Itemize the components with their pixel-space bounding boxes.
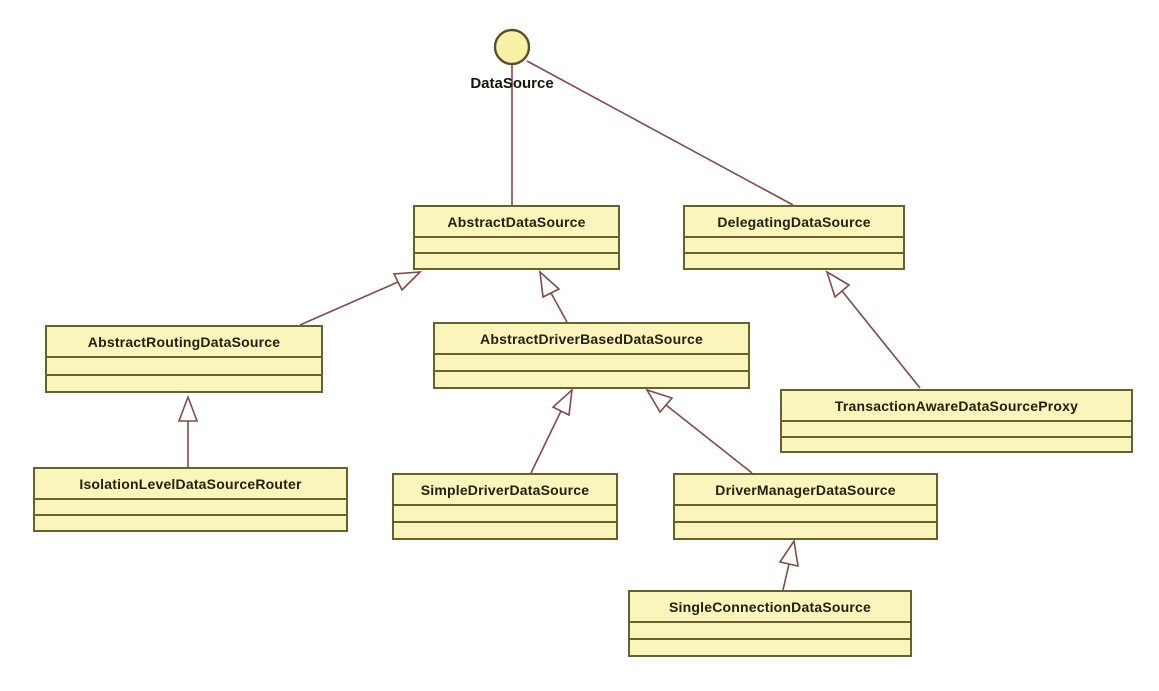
attributes-compartment [685,236,903,252]
operations-compartment [435,370,748,387]
class-singleconnectiondatasource: SingleConnectionDataSource [628,590,912,657]
operations-compartment [47,373,321,392]
generalization-line-singleconnection [782,563,790,591]
attributes-compartment [394,504,616,521]
interface-lollipop-icon [493,28,531,66]
class-title: AbstractRoutingDataSource [87,333,281,350]
operations-compartment [675,521,936,538]
class-drivermanagerdatasource: DriverManagerDataSource [673,473,938,540]
generalization-line-driverbased [550,292,568,323]
generalization-arrowhead-icon [645,388,674,414]
class-delegatingdatasource: DelegatingDataSource [683,205,905,270]
class-title: SimpleDriverDataSource [420,481,590,498]
class-title: IsolationLevelDataSourceRouter [79,475,302,492]
class-simpledriverdatasource: SimpleDriverDataSource [392,473,618,540]
class-transactionawaredatasourceproxy: TransactionAwareDataSourceProxy [780,389,1133,453]
attributes-compartment [435,353,748,370]
attributes-compartment [47,356,321,374]
class-title: TransactionAwareDataSourceProxy [834,397,1079,414]
attributes-compartment [782,420,1131,436]
attributes-compartment [630,621,910,638]
class-abstractdatasource: AbstractDataSource [413,205,620,270]
operations-compartment [415,252,618,268]
generalization-line-routing [299,281,399,326]
class-title: AbstractDataSource [447,213,586,230]
generalization-arrowhead-icon [825,270,851,299]
class-abstractdriverbaseddatasource: AbstractDriverBasedDataSource [433,322,750,389]
generalization-arrowhead-icon [778,538,799,568]
class-title: DelegatingDataSource [717,213,871,230]
operations-compartment [394,521,616,538]
operations-compartment [782,435,1131,452]
generalization-arrowhead-icon [392,271,423,292]
class-abstractroutingdatasource: AbstractRoutingDataSource [45,325,323,393]
class-isolationleveldatasourcerouter: IsolationLevelDataSourceRouter [33,467,348,532]
generalization-arrowhead-icon [551,387,574,417]
operations-compartment [35,514,346,530]
generalization-line-simpledriver [530,410,562,474]
interface-label: DataSource [470,75,554,92]
generalization-arrowhead-icon [538,269,561,299]
operations-compartment [685,252,903,268]
operations-compartment [630,638,910,655]
generalization-arrowhead-icon [177,394,199,422]
realization-line-delegatingdatasource [526,60,794,206]
class-title: AbstractDriverBasedDataSource [480,330,703,347]
attributes-compartment [675,504,936,521]
class-title: DriverManagerDataSource [715,481,896,498]
attributes-compartment [35,498,346,514]
generalization-line-transactionaware [841,290,921,389]
class-title: SingleConnectionDataSource [668,598,871,615]
generalization-line-drivermanager [665,404,753,474]
attributes-compartment [415,236,618,252]
